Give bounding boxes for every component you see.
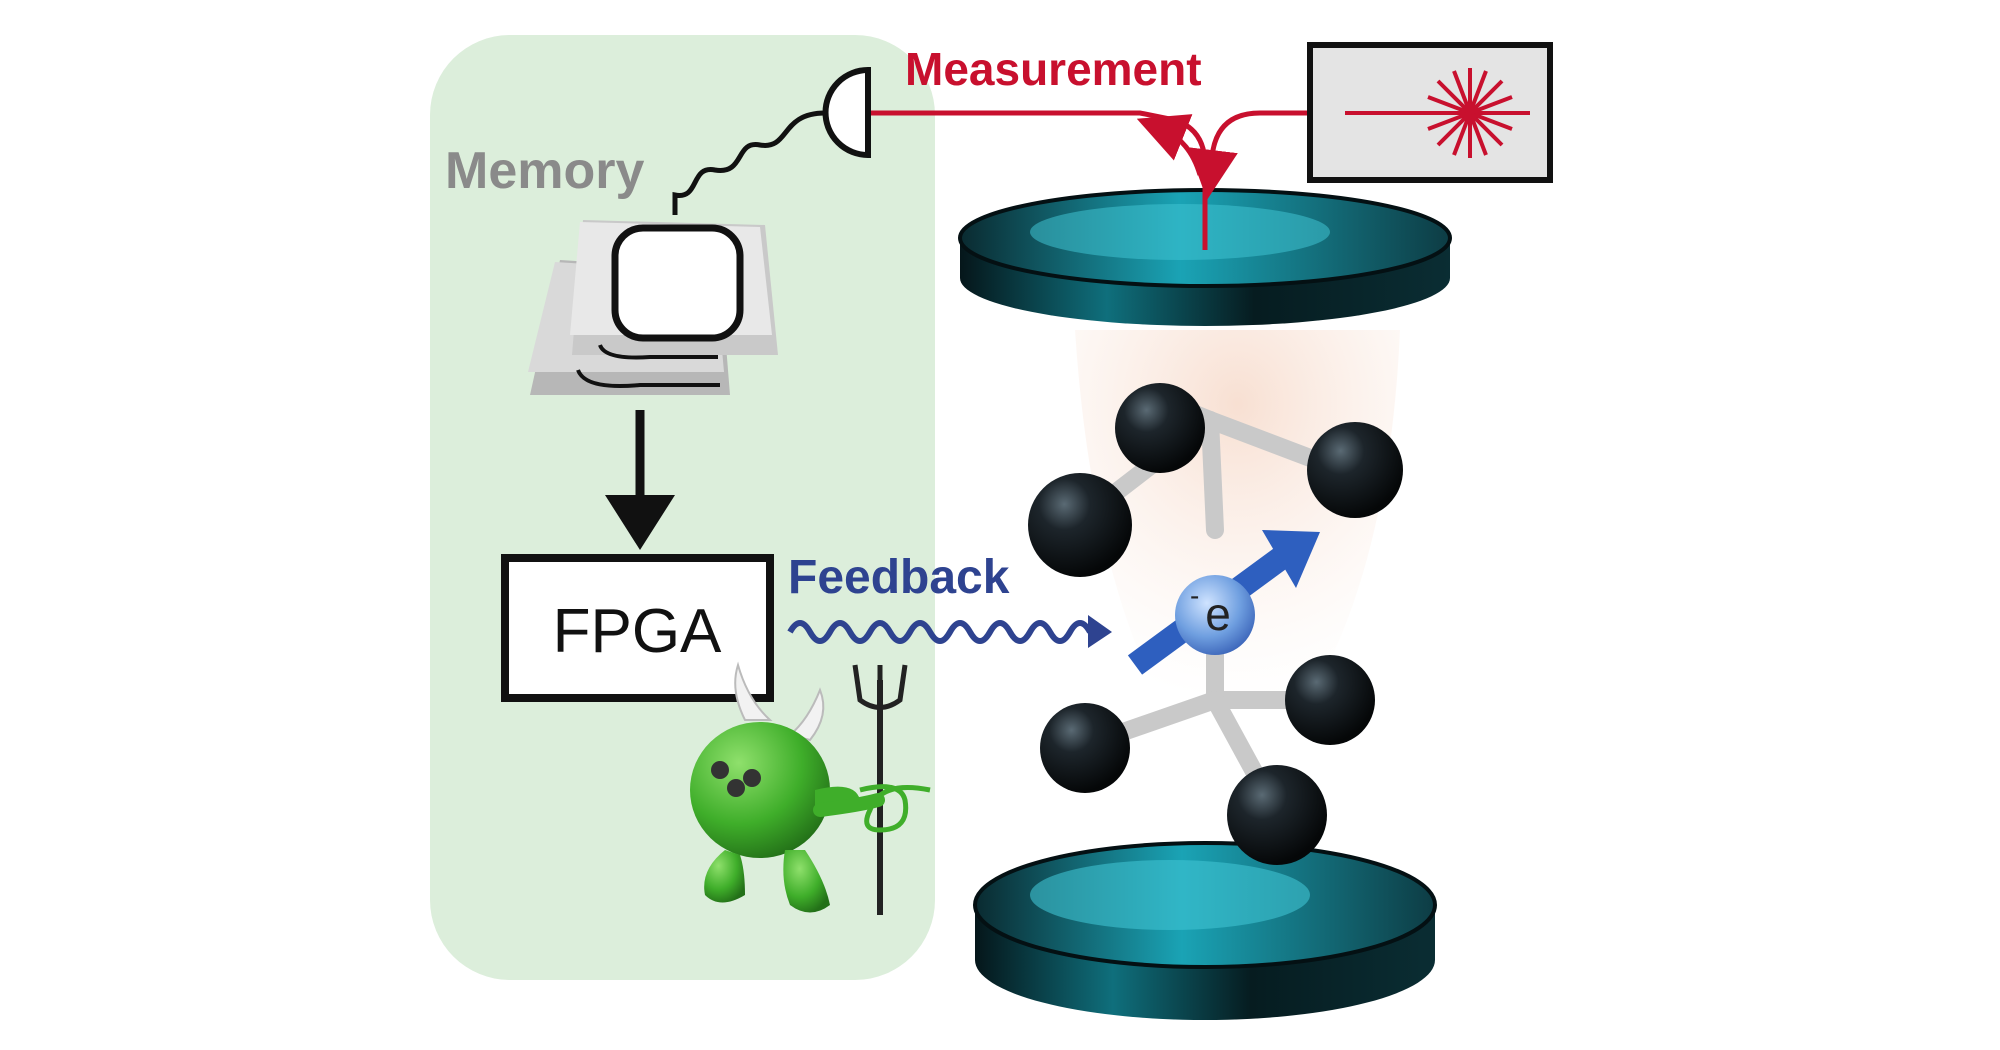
feedback-wave [787,620,1093,644]
electron: - e [1175,575,1255,655]
memory-label: Memory [445,142,644,200]
feedback-arrowhead [1088,615,1112,648]
reflected-beam-arrow [1136,114,1203,176]
photodetector-icon [672,66,871,215]
laser-source-icon [1307,42,1553,183]
laser-beam [1188,110,1310,200]
fpga-label: FPGA [553,597,722,666]
feedback-label: Feedback [788,551,1010,604]
bottom-mirror [973,841,1437,1020]
measurement-label: Measurement [905,43,1202,95]
molecule-cage-icon [1028,383,1403,865]
fpga-box [501,554,774,702]
memory-stack-icon [528,220,778,395]
maxwell-demon-icon [690,661,931,915]
electron-charge-label: - [1190,580,1199,611]
memory-to-fpga-arrow [605,410,675,550]
electron-label: e [1205,588,1231,640]
